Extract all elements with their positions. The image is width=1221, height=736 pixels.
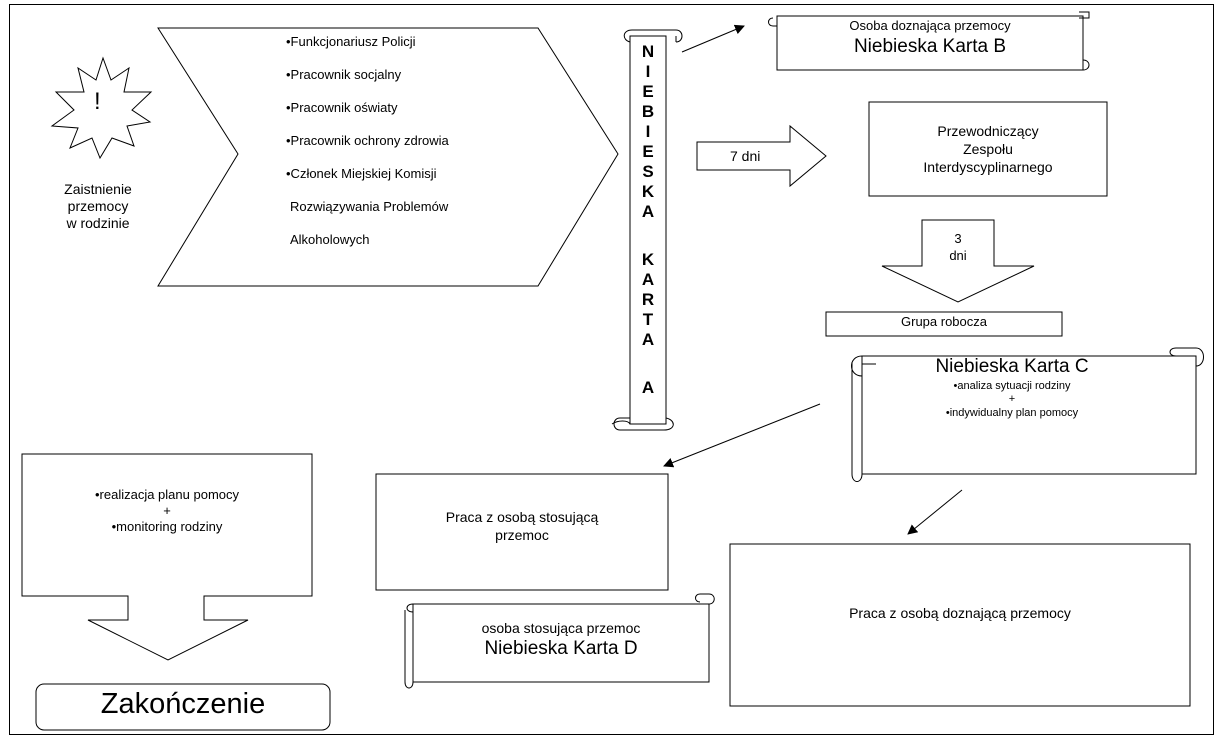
arrow-3-dni-label: 3 dni	[949, 231, 967, 263]
victim-work-label: Praca z osobą doznającą przemocy	[849, 605, 1071, 621]
end-label: Zakończenie	[100, 688, 266, 720]
card-c-item-analysis: •analiza sytuacji rodziny	[953, 380, 1071, 392]
card-a-letter: A	[641, 330, 655, 349]
card-c-item-plan: •indywidualny plan pomocy	[945, 407, 1079, 419]
arrow-7-dni	[696, 124, 827, 188]
role-commission-member: •Członek Miejskiej Komisji	[286, 166, 437, 181]
card-a-letter: N	[641, 42, 655, 61]
plan-item-monitoring: •monitoring rodziny	[111, 519, 223, 534]
card-a-letter: S	[642, 162, 654, 181]
card-a-scroll	[611, 29, 683, 431]
card-a-letter: B	[641, 102, 655, 121]
card-d-subtitle: osoba stosująca przemoc	[481, 620, 641, 636]
arrow-3-dni	[881, 219, 1035, 303]
role-commission-line3: Alkoholowych	[290, 232, 370, 247]
explosion-icon	[50, 56, 153, 160]
card-b-subtitle: Osoba doznająca przemocy	[849, 18, 1011, 33]
card-b-scroll	[768, 11, 1090, 71]
plan-plus: +	[163, 503, 171, 518]
event-label: Zaistnienie przemocy w rodzinie	[64, 181, 132, 231]
working-group-box	[825, 311, 1063, 337]
chairman-box	[868, 101, 1108, 197]
victim-work-box	[729, 543, 1191, 707]
card-a-letter: T	[642, 310, 654, 329]
card-a-letter: R	[641, 290, 655, 309]
role-commission-line2: Rozwiązywania Problemów	[290, 199, 449, 214]
role-police: •Funkcjonariusz Policji	[286, 34, 416, 49]
perpetrator-work-box	[375, 473, 669, 591]
card-a-letter: E	[642, 82, 654, 101]
roles-chevron	[157, 27, 619, 287]
arrow-to-perpetrator-work	[663, 403, 821, 468]
card-c-plus: +	[1008, 393, 1016, 405]
card-d-title: Niebieska Karta D	[484, 638, 638, 659]
card-a-letter: E	[642, 142, 654, 161]
end-box	[35, 683, 331, 731]
plan-arrow	[21, 453, 313, 661]
arrow-to-victim-work	[907, 489, 963, 535]
card-a-letter: I	[645, 62, 651, 81]
arrow-to-card-b	[681, 24, 745, 53]
exclamation-mark: !	[94, 88, 101, 115]
card-c-scroll	[851, 347, 1204, 482]
role-health-worker: •Pracownik ochrony zdrowia	[286, 133, 449, 148]
diagram-frame	[9, 4, 1214, 735]
card-a-letter: K	[641, 250, 655, 269]
role-social-worker: •Pracownik socjalny	[286, 67, 402, 82]
perpetrator-work-label: Praca z osobą stosującą przemoc	[445, 509, 599, 543]
arrow-7-dni-label: 7 dni	[730, 148, 761, 164]
card-c-title: Niebieska Karta C	[935, 356, 1089, 377]
card-d-scroll	[404, 593, 715, 689]
plan-item-realization: •realizacja planu pomocy	[94, 487, 239, 502]
card-b-title: Niebieska Karta B	[853, 36, 1007, 57]
role-education-worker: •Pracownik oświaty	[286, 100, 398, 115]
working-group-label: Grupa robocza	[901, 314, 987, 329]
card-a-letter: I	[645, 122, 651, 141]
card-a-letter: K	[641, 182, 655, 201]
card-a-letter: A	[641, 270, 655, 289]
card-a-letter: A	[641, 202, 655, 221]
chairman-label: Przewodniczący Zespołu Interdyscyplinarn…	[923, 123, 1053, 175]
card-a-letter: A	[641, 378, 655, 397]
